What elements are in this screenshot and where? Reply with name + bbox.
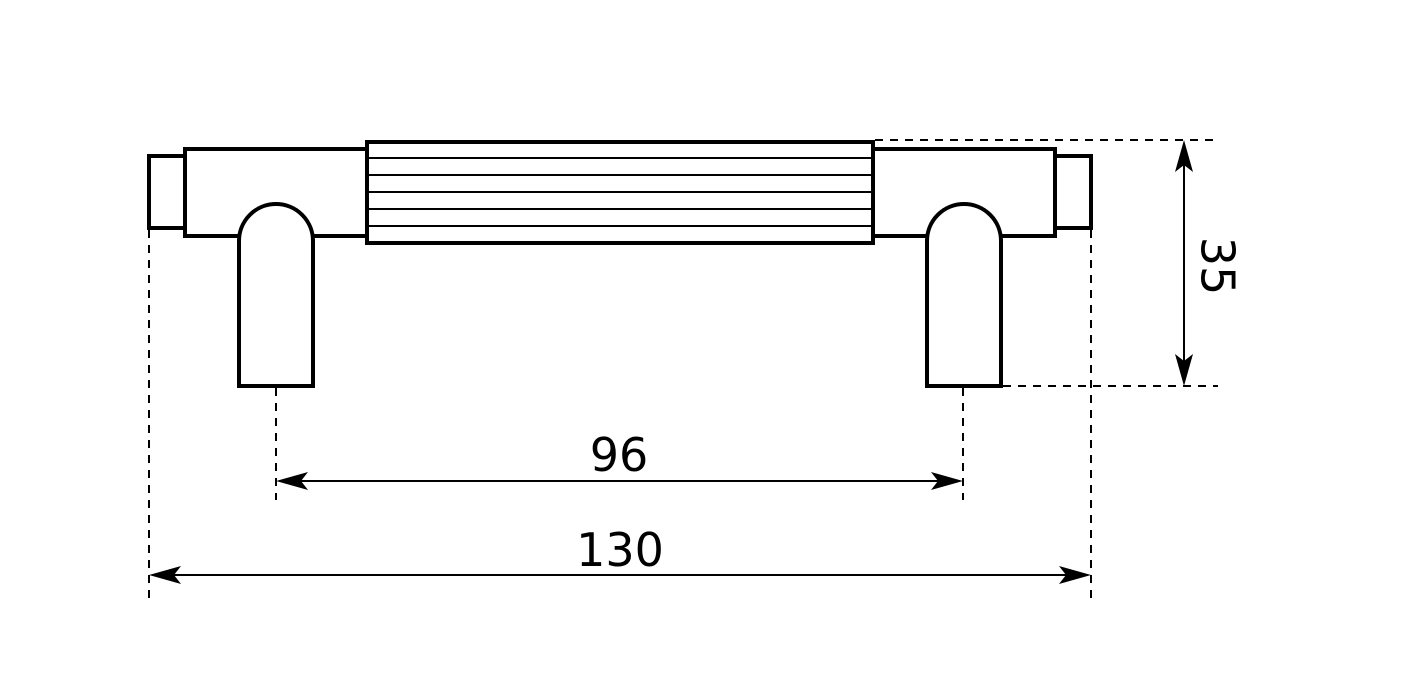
arrow-left-icon (149, 566, 181, 584)
arrow-left-icon (276, 472, 308, 490)
dimension-value: 130 (576, 523, 664, 577)
arrow-up-icon (1175, 140, 1193, 172)
arrow-down-icon (1175, 354, 1193, 386)
dimension-value: 96 (590, 428, 649, 482)
left-leg (237, 202, 315, 388)
arrow-right-icon (931, 472, 963, 490)
right-leg (925, 202, 1003, 388)
dimension-hole-spacing: 96 (276, 428, 963, 490)
dimension-height: 35 (1175, 140, 1245, 386)
dimension-value: 35 (1191, 237, 1245, 296)
left-end-cap (147, 154, 187, 230)
extension-lines (148, 139, 1218, 598)
right-end-cap (1053, 154, 1093, 230)
handle-outline (147, 140, 1093, 388)
arrow-right-icon (1059, 566, 1091, 584)
dimension-overall-length: 130 (149, 523, 1091, 584)
grip-grooves (369, 157, 871, 227)
